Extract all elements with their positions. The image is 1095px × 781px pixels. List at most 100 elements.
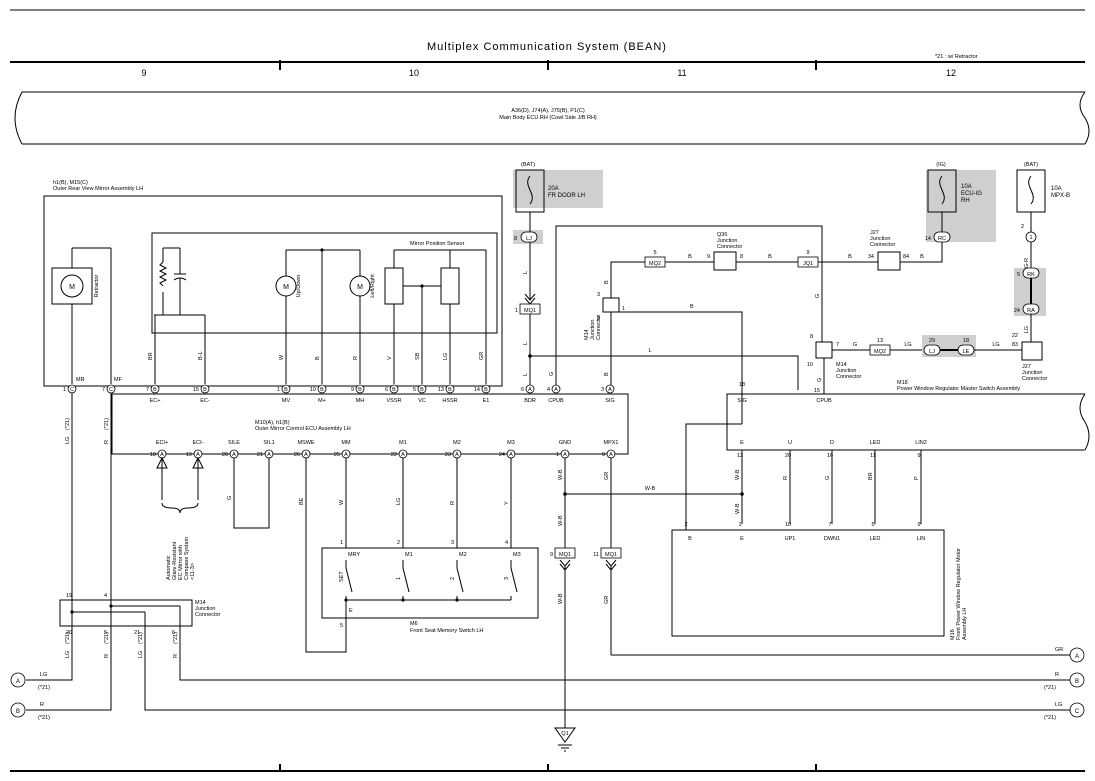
svg-text:18: 18 [963,338,969,344]
term-gnd: GND [559,440,571,446]
wire-br: BR [148,352,154,360]
star21-b-right: (*21) [1044,685,1056,691]
leftright-motor-m: M [357,284,363,291]
svg-text:1: 1 [738,522,741,528]
edge-a-right: A [1075,654,1079,660]
term-m-plus: M+ [318,398,326,404]
fuse-fr-door-amp: 20A [548,186,559,192]
m14-r-l2: Connector [836,374,862,380]
wire-gr-mirror: GR [479,352,485,360]
svg-text:A: A [609,452,613,458]
retractor-motor-m: M [69,284,75,291]
term-sig: SIG [605,398,614,404]
svg-text:16: 16 [827,453,833,459]
wire-b-rc: B [920,254,924,260]
conn-mq2-a: MQ2 [649,261,661,267]
wire-lg-20: LG [65,651,71,658]
wire-l-bdr3: L [523,373,529,376]
svg-text:21: 21 [134,630,140,636]
svg-text:A: A [608,387,612,393]
conn-le: LE [963,349,970,355]
m18-sig: SIG [737,398,746,404]
m6-m3: M3 [513,552,521,558]
wire-lg-mirror: LG [443,353,449,360]
term-e1: E1 [483,398,490,404]
wire-r-b-left: R [40,702,44,708]
j27-l2: Connector [870,242,896,248]
m14-left-id: M14 [195,600,206,606]
m6-e: E [349,608,353,614]
svg-text:29: 29 [929,338,935,344]
j27-l1: Junction [870,236,891,242]
mirror-id: h1(B), M15(C) [53,180,88,186]
svg-text:12: 12 [737,453,743,459]
conn-jq1: JQ1 [803,261,813,267]
m18-e: E [740,440,744,446]
svg-text:A: A [563,452,567,458]
wire-g-mq2: G [853,342,857,348]
svg-text:A: A [344,452,348,458]
svg-text:7: 7 [146,387,149,393]
svg-text:5: 5 [653,250,656,256]
svg-text:B: B [392,387,396,393]
q36-l1: Junction [717,238,738,244]
svg-text:C: C [109,387,113,393]
m16-b: B [688,536,692,542]
svg-text:1: 1 [515,308,518,314]
j27b-l2: Connector [1022,376,1048,382]
updown-label: Up/Down [296,275,302,298]
wire-gr-mpx2: GR [604,596,610,604]
wire-g-cpub2: G [815,294,821,298]
svg-text:14: 14 [925,236,931,242]
svg-text:A: A [455,452,459,458]
auto-glare-4: Compass System [184,536,190,580]
svg-text:2: 2 [397,540,400,546]
wire-lg-lj: LG [904,342,911,348]
mirror-assembly-box [43,195,503,387]
svg-text:10: 10 [310,387,316,393]
svg-text:B: B [420,387,424,393]
mirror-position-sensor: Mirror Position Sensor [410,241,465,247]
svg-text:B: B [358,387,362,393]
term-m1: M1 [399,440,407,446]
fuse-ecu-ig-name1: ECU-IG [961,191,982,197]
svg-text:B: B [484,387,488,393]
retractor-label: Retractor [94,275,100,298]
svg-text:8: 8 [740,254,743,260]
column-9: 9 [141,68,146,78]
term-mv: MV [282,398,291,404]
m14-r-l1: Junction [836,368,857,374]
fuse-fr-door-name: FR DOOR LH [548,193,585,199]
term-sile: SILE [228,440,240,446]
edge-b-left: B [16,709,20,715]
wire-b-mq2: B [604,280,610,284]
svg-text:A: A [267,452,271,458]
m16-dwn1: DWN1 [824,536,840,542]
m6-m1: M1 [405,552,413,558]
wire-b-jq1: B [768,254,772,260]
star21-5: (*21) [104,632,110,644]
wire-r-5: R [104,654,110,658]
star21-c-right: (*21) [1044,715,1056,721]
svg-text:B: B [203,387,207,393]
svg-text:4: 4 [547,387,550,393]
term-mpx1: MPX1 [604,440,619,446]
m14-left-l2: Connector [195,612,221,618]
star21-6: (*21) [173,632,179,644]
svg-text:1: 1 [622,306,625,312]
wire-b-sig: B [604,372,610,376]
wire-wb-gnd3: W-B [558,593,564,604]
star21-mf: (*21) [104,418,110,430]
svg-text:9: 9 [917,522,920,528]
star21-mr: (*21) [65,418,71,430]
term-bdr: BDR [524,398,536,404]
wire-gr-a: GR [1055,647,1063,653]
svg-text:11: 11 [870,453,876,459]
conn-rk: RK [1027,272,1035,278]
m18-box [726,393,1085,451]
wire-y-m3: Y [504,501,510,505]
auto-glare-3: EC Mirror with [178,545,184,580]
m14-mid-l1: Junction [590,320,596,341]
m16-lin: LIN [917,536,926,542]
svg-text:20: 20 [222,452,228,458]
